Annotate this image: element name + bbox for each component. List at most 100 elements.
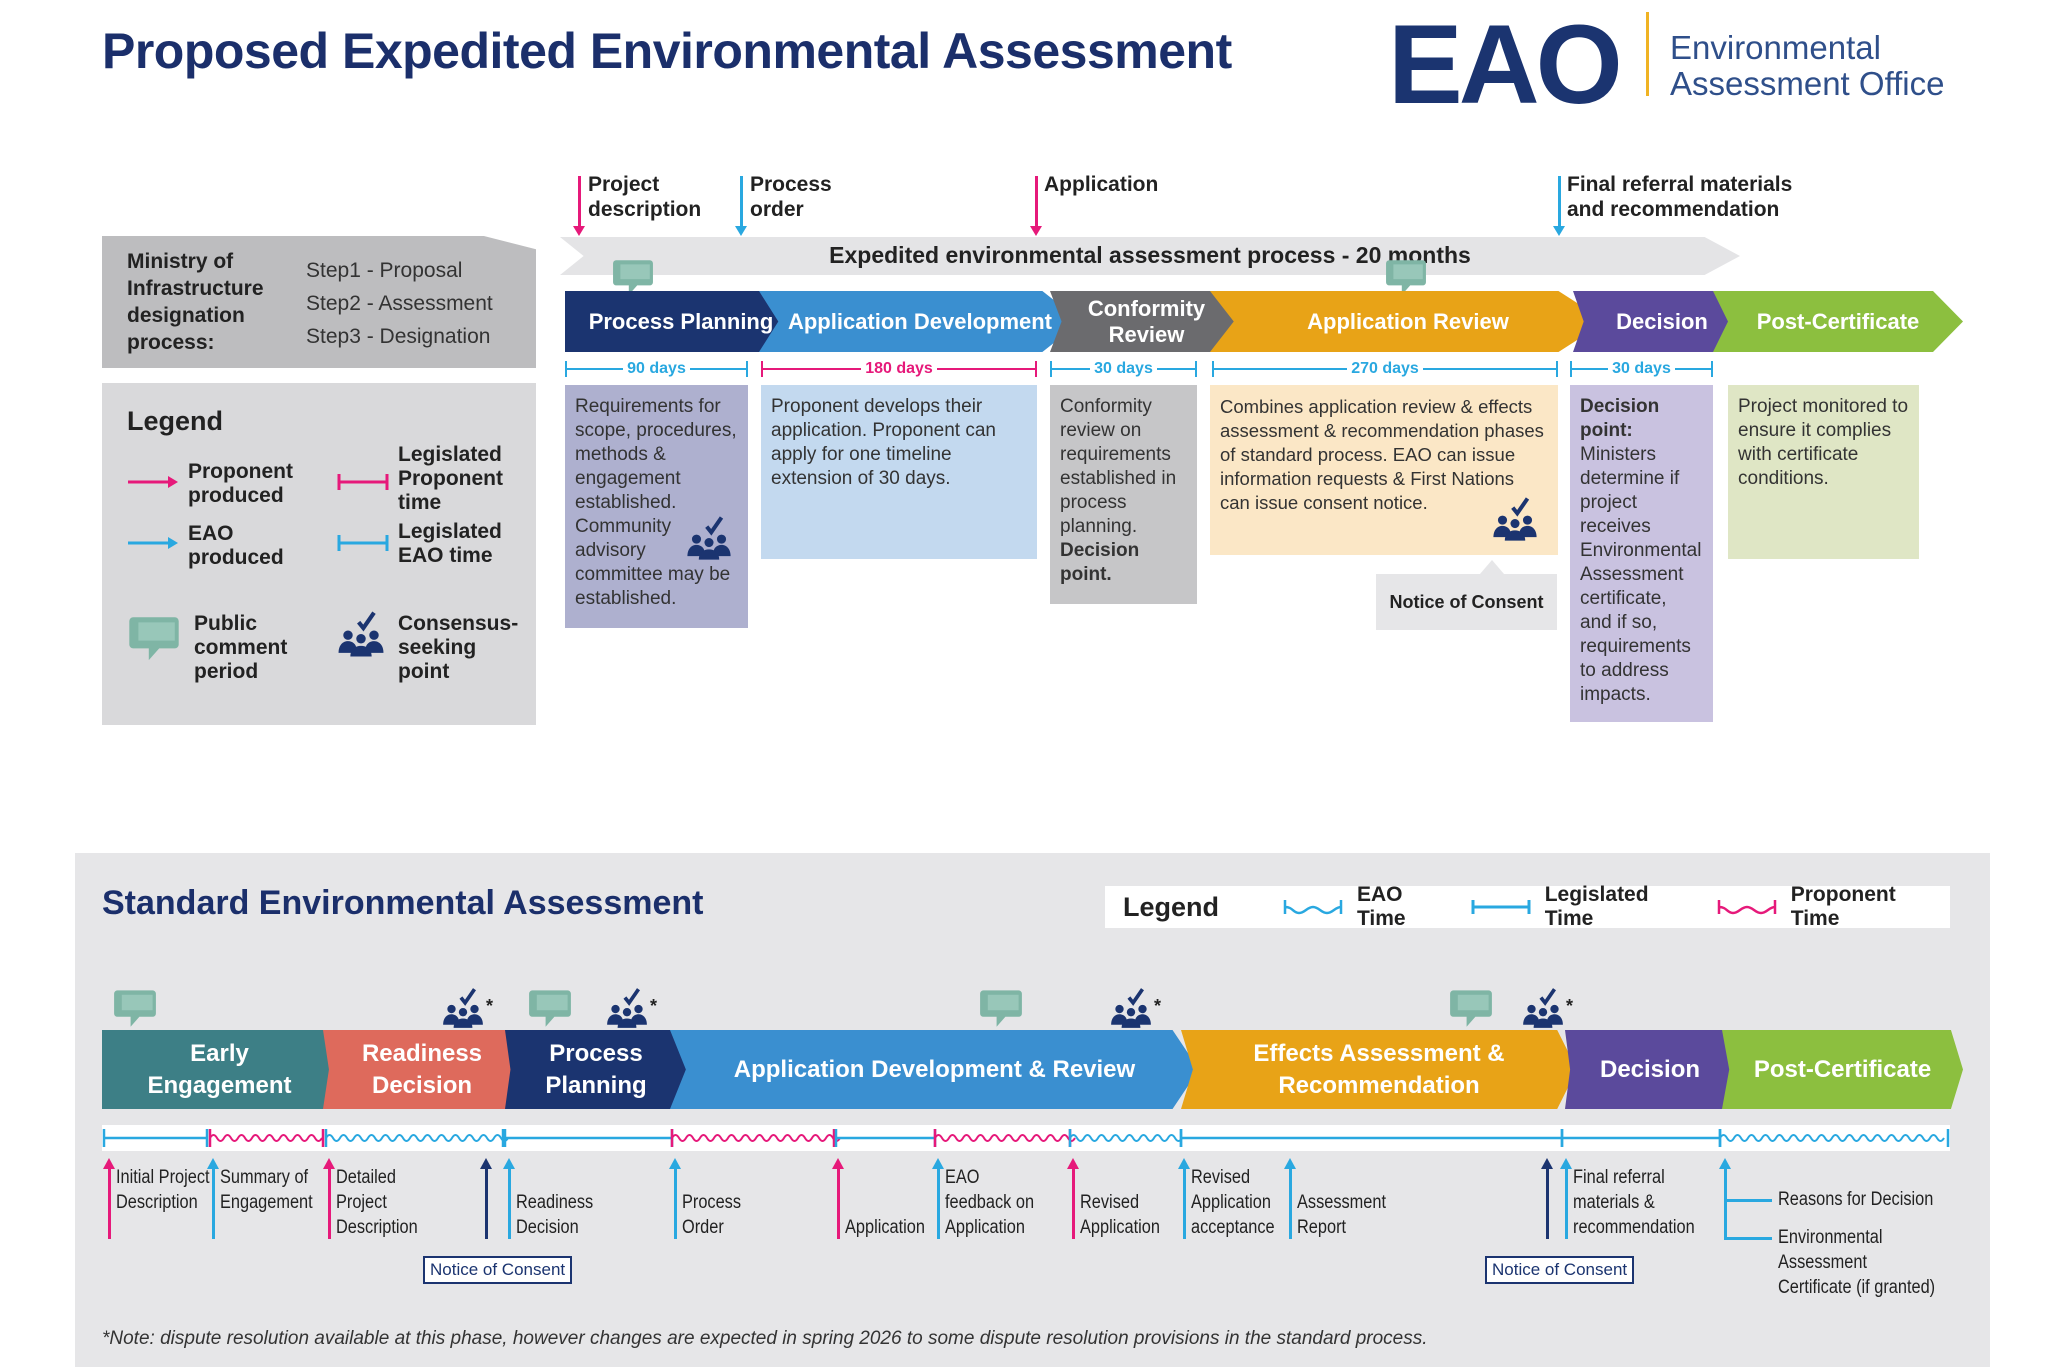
proponent-arrow-icon <box>128 476 178 488</box>
consensus-icon <box>684 515 734 561</box>
timeline-segment <box>102 1129 209 1147</box>
standard-legend-title: Legend <box>1123 891 1220 922</box>
branch-line <box>1724 1237 1772 1240</box>
desc-application-development: Proponent develops their application. Pr… <box>761 385 1037 559</box>
timeline-event: Final referral materials & recommendatio… <box>1573 1167 1695 1238</box>
eao-arrow-icon <box>128 537 178 549</box>
duration-process-planning: 90 days <box>565 359 748 379</box>
public-comment-icon <box>527 986 573 1030</box>
legend-legislated-time: Legislated Time <box>1544 883 1649 930</box>
standard-panel <box>75 853 1990 1367</box>
legislated-proponent-icon <box>337 474 389 490</box>
eao-arrow-icon <box>1553 176 1565 236</box>
phase-conformity-review: Conformity Review <box>1050 291 1243 352</box>
timeline-event: Revised Application acceptance <box>1191 1167 1275 1238</box>
legislated-time-icon <box>1471 900 1531 914</box>
notice-of-consent-box: Notice of Consent <box>1485 1256 1635 1284</box>
eao-arrow-icon <box>932 1158 944 1239</box>
eao-arrow-icon <box>207 1158 219 1239</box>
desc-decision: Decision point: Ministers determine if p… <box>1570 385 1713 722</box>
eao-arrow-icon <box>1719 1158 1731 1238</box>
proponent-arrow-icon <box>573 176 585 236</box>
notice-of-consent-callout: Notice of Consent <box>1376 574 1557 630</box>
legend-proponent-time: Proponent Time <box>1790 883 1896 930</box>
public-comment-icon <box>112 986 158 1030</box>
logo-line1: Environmental <box>1670 29 1881 66</box>
duration-application-development: 180 days <box>761 359 1037 379</box>
desc-post-certificate: Project monitored to ensure it complies … <box>1728 385 1919 559</box>
timeline-event: Assessment Report <box>1297 1192 1386 1238</box>
asterisk: * <box>1154 996 1162 1016</box>
consensus-icon <box>1108 986 1154 1030</box>
eao-arrow-icon <box>1178 1158 1190 1239</box>
standard-title: Standard Environmental Assessment <box>102 884 704 922</box>
standard-phase: Early Engagement <box>102 1030 337 1109</box>
duration-decision: 30 days <box>1570 359 1713 379</box>
proponent-arrow-icon <box>323 1158 335 1239</box>
duration-application-review: 270 days <box>1212 359 1558 379</box>
phase-application-development: Application Development <box>759 291 1081 352</box>
proponent-arrow-icon <box>832 1158 844 1239</box>
desc-conformity-review: Conformity review on requirements establ… <box>1050 385 1197 604</box>
legend-panel <box>102 383 536 725</box>
standard-phase: Readiness Decision <box>323 1030 521 1109</box>
footnote: *Note: dispute resolution available at t… <box>102 1328 1428 1349</box>
consensus-icon <box>1520 986 1566 1030</box>
duration-conformity-review: 30 days <box>1050 359 1197 379</box>
consensus-icon <box>604 986 650 1030</box>
standard-phase: Effects Assessment & Recommendation <box>1181 1030 1577 1109</box>
public-comment-icon <box>978 986 1024 1030</box>
standard-phase: Application Development & Review <box>670 1030 1199 1109</box>
eao-logo: EAO <box>1388 2 1623 127</box>
standard-phase: Process Planning <box>505 1030 687 1109</box>
standard-timeline <box>102 1129 1950 1147</box>
eao-arrow-icon <box>669 1158 681 1239</box>
timeline-event: Initial Project Description <box>116 1167 210 1213</box>
standard-phase: Post-Certificate <box>1722 1030 1963 1109</box>
asterisk: * <box>650 996 658 1016</box>
eao-arrow-icon <box>735 176 747 236</box>
consensus-icon <box>1490 496 1540 542</box>
legend-eao-time: EAO Time <box>1356 883 1406 930</box>
consent-arrow-icon <box>1541 1158 1553 1239</box>
timeline-event: Readiness Decision <box>516 1192 594 1238</box>
consensus-icon <box>335 610 387 658</box>
consent-arrow-icon <box>480 1158 492 1239</box>
marker-application: Application <box>1044 173 1159 196</box>
timeline-segment <box>1560 1129 1722 1147</box>
outcome-label: Reasons for Decision <box>1778 1189 1934 1210</box>
eao-arrow-icon <box>503 1158 515 1239</box>
phase-post-certificate: Post-Certificate <box>1713 291 1963 352</box>
callout-pointer <box>1480 560 1504 574</box>
timeline-event: Detailed Project Description <box>336 1167 418 1238</box>
phase-process-planning: Process Planning <box>565 291 797 352</box>
eao-time-icon <box>1283 900 1343 915</box>
timeline-segment <box>503 1129 674 1147</box>
consensus-icon <box>440 986 486 1030</box>
page-title: Proposed Expedited Environmental Assessm… <box>102 23 1232 79</box>
timeline-segment <box>324 1129 509 1147</box>
public-comment-icon <box>128 612 180 664</box>
timeline-segment <box>1179 1129 1564 1147</box>
timeline-event: Application <box>845 1217 925 1238</box>
timeline-segment <box>1068 1129 1183 1147</box>
timeline-event: EAO feedback on Application <box>945 1167 1035 1238</box>
timeline-segment <box>208 1129 325 1147</box>
timeline-segment <box>670 1129 841 1147</box>
asterisk: * <box>486 996 494 1016</box>
expedited-banner <box>560 237 1740 275</box>
standard-legend: Legend EAO Time Legislated Time Proponen… <box>1105 883 1950 930</box>
asterisk: * <box>1566 996 1574 1016</box>
proponent-time-icon <box>1717 900 1777 915</box>
timeline-segment <box>1718 1129 1950 1147</box>
banner-text: Expedited environmental assessment proce… <box>829 242 1471 268</box>
legend-title: Legend <box>127 406 224 436</box>
